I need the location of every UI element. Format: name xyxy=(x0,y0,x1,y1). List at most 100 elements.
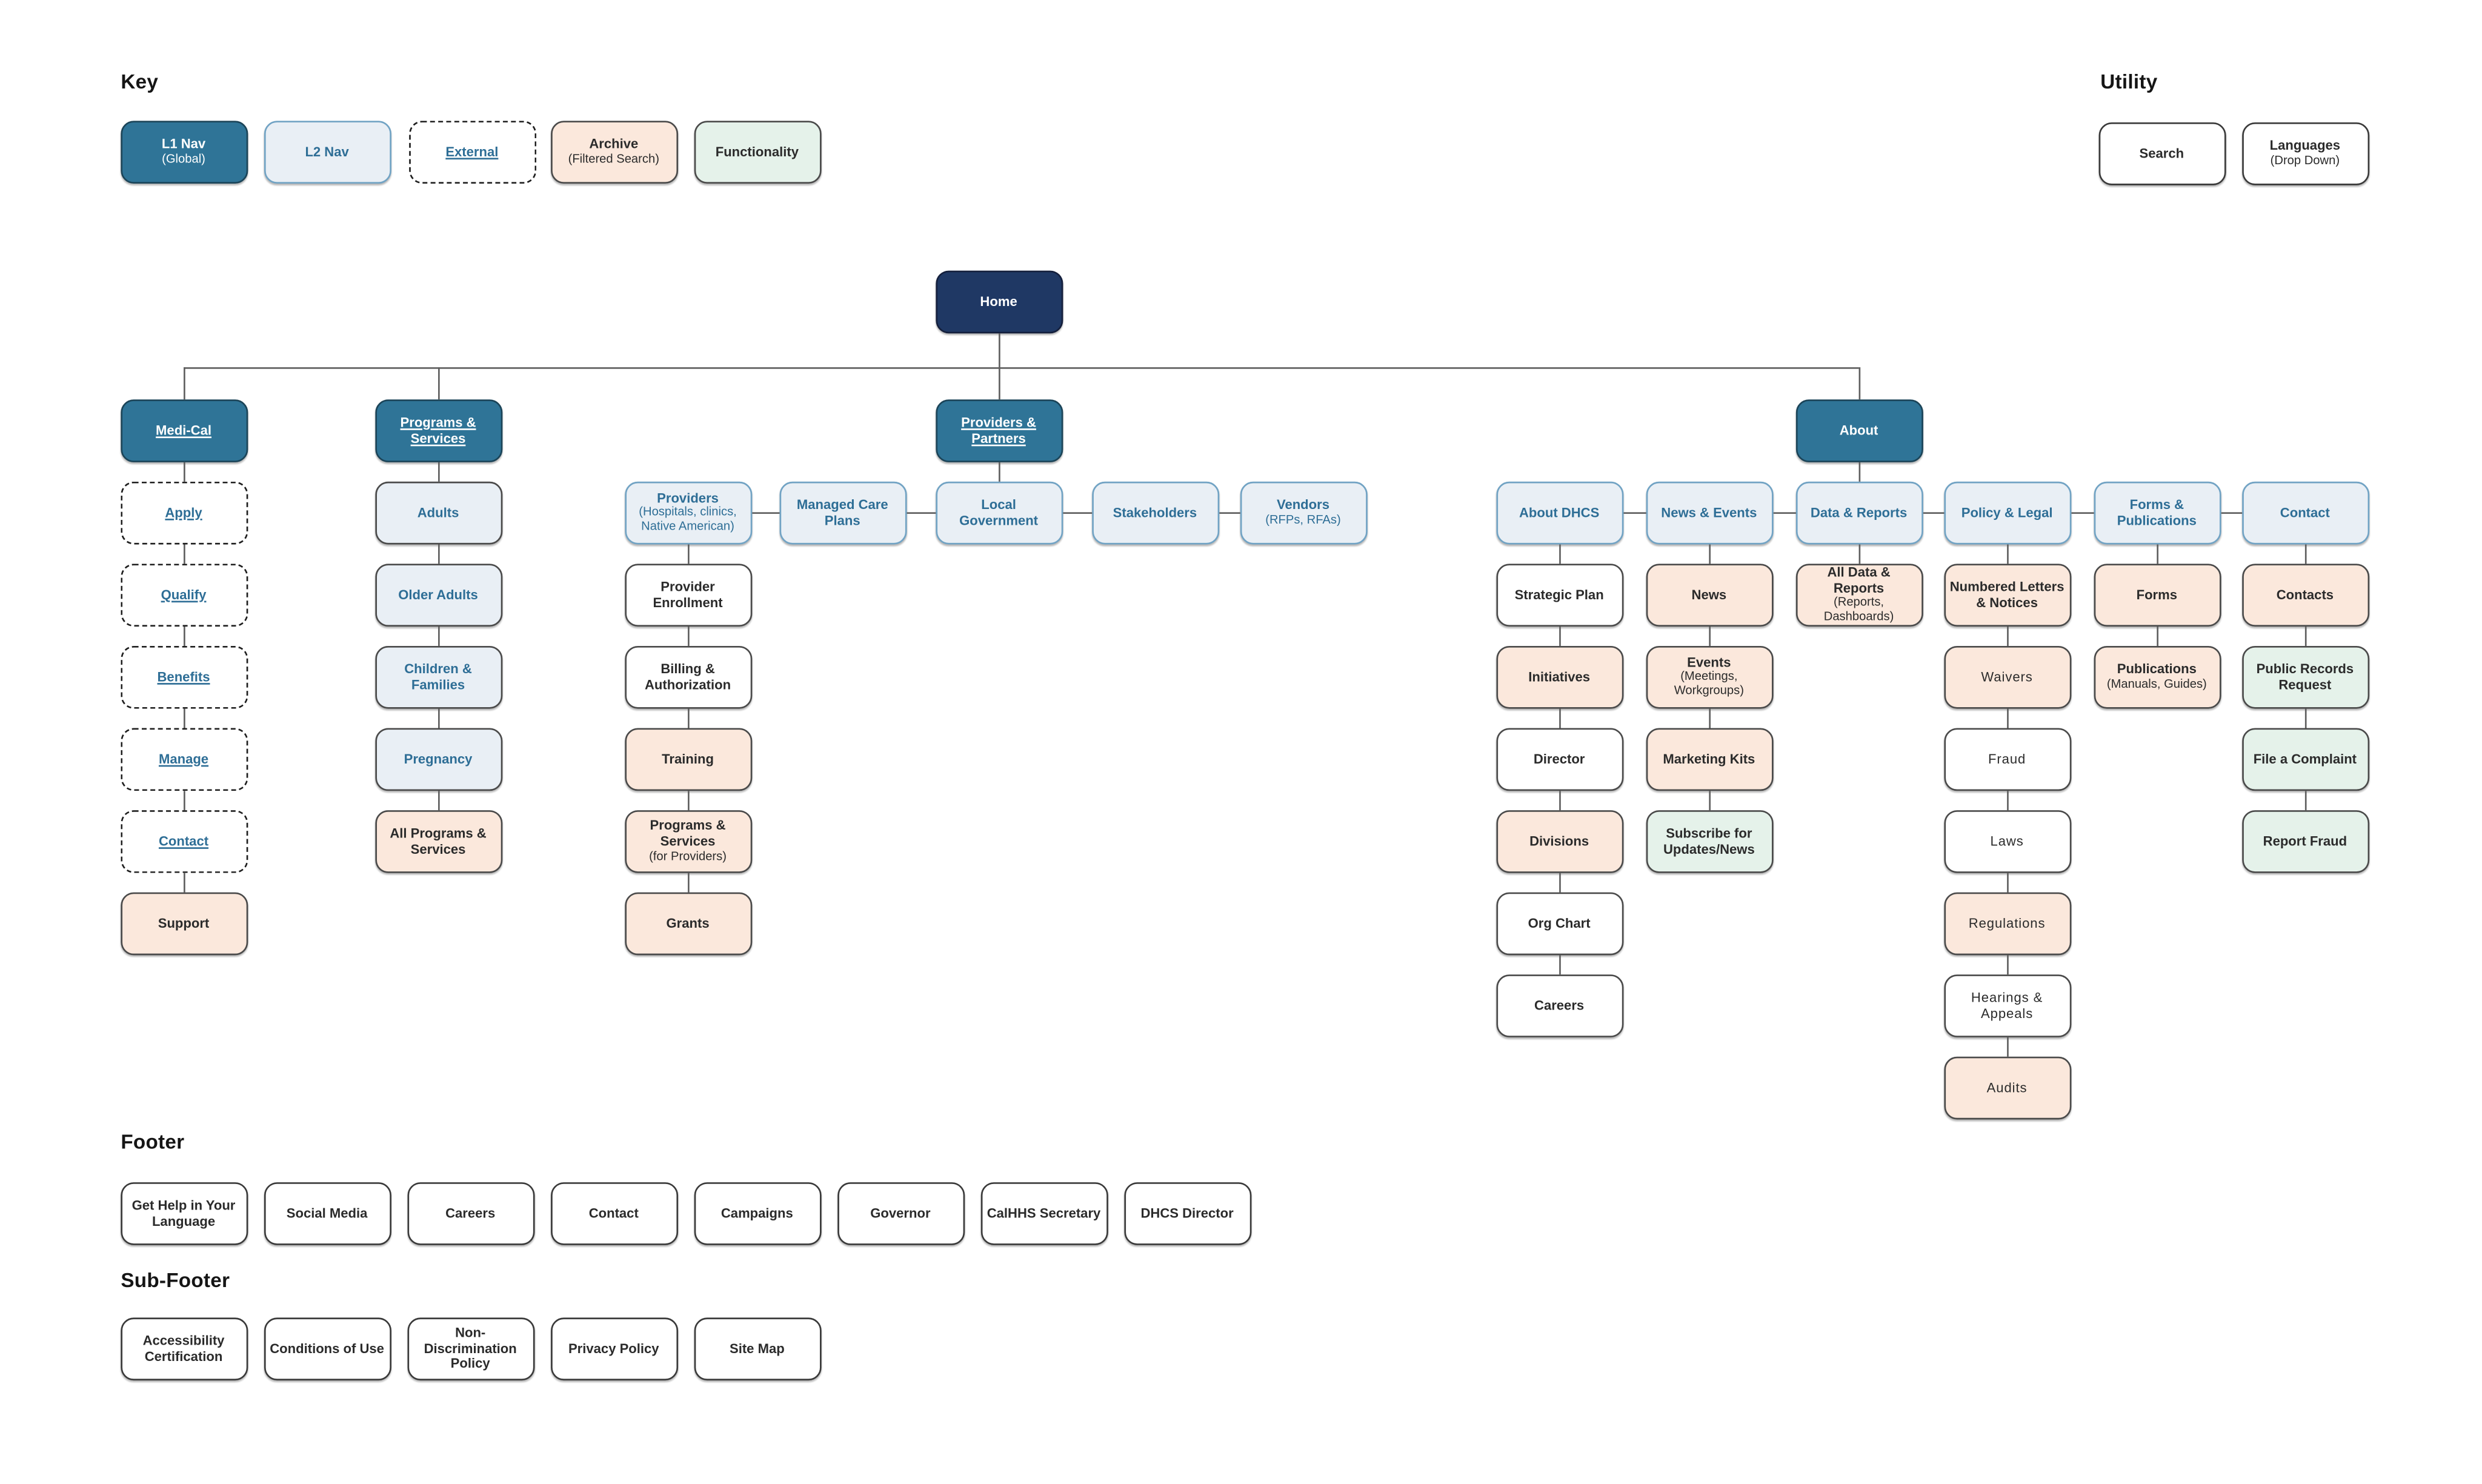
connector-line xyxy=(997,333,1000,368)
node-children-families-label: Children & Families xyxy=(404,660,472,692)
node-marketing-kits-label: Marketing Kits xyxy=(1663,750,1755,767)
node-contacts-label: Contacts xyxy=(2276,585,2334,602)
node-data-reports: Data & Reports xyxy=(1795,481,1923,545)
node-training-label: Training xyxy=(662,750,714,767)
connector-line xyxy=(1218,512,1240,514)
node-divisions: Divisions xyxy=(1496,810,1623,873)
connector-line xyxy=(2304,544,2306,564)
node-waivers: Waivers xyxy=(1943,645,2071,709)
node-subfooter-privacy-policy-label: Privacy Policy xyxy=(568,1339,659,1356)
node-key-functionality-label: Functionality xyxy=(715,142,799,159)
node-events-label: Events xyxy=(1687,653,1731,670)
node-all-data-reports: All Data & Reports(Reports, Dashboards) xyxy=(1795,564,1923,627)
node-qualify-label: Qualify xyxy=(161,585,207,602)
node-footer-campaigns: Campaigns xyxy=(693,1182,821,1245)
node-numbered-letters: Numbered Letters & Notices xyxy=(1943,564,2071,627)
node-news-label: News xyxy=(1691,585,1727,602)
connector-line xyxy=(2006,708,2008,728)
node-all-data-reports-subtext: (Reports, Dashboards) xyxy=(1823,594,1894,624)
connector-line xyxy=(2220,512,2241,514)
node-policy-legal: Policy & Legal xyxy=(1943,481,2071,545)
utility-heading: Utility xyxy=(2100,70,2158,94)
node-utility-languages: Languages(Drop Down) xyxy=(2241,122,2369,185)
node-forms-publications-label: Forms & Publications xyxy=(2117,495,2197,528)
node-about-dhcs: About DHCS xyxy=(1496,481,1623,545)
node-about: About xyxy=(1795,399,1923,462)
connector-line xyxy=(182,708,185,728)
node-key-l1-nav-label: L1 Nav xyxy=(161,135,206,152)
node-children-families: Children & Families xyxy=(374,645,502,709)
node-utility-search: Search xyxy=(2098,122,2226,185)
connector-line xyxy=(2006,955,2008,975)
node-providers-label: Providers xyxy=(657,489,719,505)
connector-line xyxy=(2156,627,2158,646)
connector-line xyxy=(1772,512,1795,514)
node-grants-label: Grants xyxy=(666,914,710,931)
node-events: Events(Meetings, Workgroups) xyxy=(1645,645,1773,709)
node-subfooter-site-map-label: Site Map xyxy=(729,1339,785,1356)
node-subfooter-non-discrimination-policy-label: Non-Discrimination Policy xyxy=(424,1323,517,1372)
node-org-chart: Org Chart xyxy=(1496,892,1623,956)
node-news-events: News & Events xyxy=(1645,481,1773,545)
node-footer-get-help-language: Get Help in Your Language xyxy=(120,1182,248,1245)
node-key-archive: Archive(Filtered Search) xyxy=(550,121,677,184)
node-all-data-reports-label: All Data & Reports xyxy=(1827,563,1891,596)
connector-line xyxy=(1558,708,1560,728)
node-managed-care-plans-label: Managed Care Plans xyxy=(796,495,888,528)
node-subfooter-conditions-of-use-label: Conditions of Use xyxy=(270,1339,384,1356)
node-vendors-label: Vendors xyxy=(1276,496,1330,513)
node-vendors: Vendors(RFPs, RFAs) xyxy=(1239,481,1367,545)
node-forms-publications: Forms & Publications xyxy=(2093,481,2221,545)
node-data-reports-label: Data & Reports xyxy=(1810,503,1908,520)
node-footer-campaigns-label: Campaigns xyxy=(720,1204,793,1220)
node-footer-calhhs-secretary: CalHHS Secretary xyxy=(980,1182,1108,1245)
node-utility-search-label: Search xyxy=(2139,144,2184,161)
key-heading: Key xyxy=(121,70,159,94)
node-local-government: Local Government xyxy=(935,481,1063,545)
node-footer-careers: Careers xyxy=(407,1182,534,1245)
connector-line xyxy=(437,791,439,811)
connector-line xyxy=(182,873,185,893)
connector-line xyxy=(687,873,689,893)
node-hearings-appeals-label: Hearings & Appeals xyxy=(1971,988,2043,1020)
connector-line xyxy=(2304,708,2306,728)
node-manage-label: Manage xyxy=(158,750,209,767)
node-forms-label: Forms xyxy=(2136,585,2178,602)
connector-line xyxy=(687,708,689,728)
node-footer-dhcs-director: DHCS Director xyxy=(1123,1182,1251,1245)
node-policy-legal-label: Policy & Legal xyxy=(1961,503,2053,520)
node-careers-about: Careers xyxy=(1496,974,1623,1037)
node-key-functionality: Functionality xyxy=(693,121,821,184)
node-subfooter-non-discrimination-policy: Non-Discrimination Policy xyxy=(407,1317,534,1381)
node-public-records-request: Public Records Request xyxy=(2241,645,2369,709)
connector-line xyxy=(1922,512,1944,514)
node-careers-about-label: Careers xyxy=(1534,996,1585,1013)
node-publications-label: Publications xyxy=(2117,660,2197,677)
connector-line xyxy=(751,512,779,514)
connector-line xyxy=(687,791,689,811)
node-adults-label: Adults xyxy=(417,503,459,520)
node-programs-services-label: Programs & Services xyxy=(400,413,476,445)
node-support-label: Support xyxy=(158,914,210,931)
node-news-events-label: News & Events xyxy=(1661,503,1757,520)
node-training: Training xyxy=(624,728,752,791)
node-footer-social-media-label: Social Media xyxy=(286,1204,368,1220)
node-key-l1-nav-subtext: (Global) xyxy=(162,151,205,166)
node-director-label: Director xyxy=(1533,750,1585,767)
node-report-fraud: Report Fraud xyxy=(2241,810,2369,873)
node-pregnancy: Pregnancy xyxy=(374,728,502,791)
node-footer-contact-label: Contact xyxy=(588,1204,639,1220)
connector-line xyxy=(1708,791,1710,811)
node-provider-enrollment-label: Provider Enrollment xyxy=(653,577,723,610)
node-public-records-request-label: Public Records Request xyxy=(2256,660,2354,692)
node-medi-cal-label: Medi-Cal xyxy=(156,421,211,438)
connector-line xyxy=(2156,544,2158,564)
connector-line xyxy=(182,462,185,482)
footer-heading: Footer xyxy=(121,1131,185,1154)
connector-line xyxy=(2006,873,2008,893)
connector-line xyxy=(1558,627,1560,646)
node-laws-label: Laws xyxy=(1990,832,2024,848)
node-adults: Adults xyxy=(374,481,502,545)
node-contact-label: Contact xyxy=(2280,503,2330,520)
